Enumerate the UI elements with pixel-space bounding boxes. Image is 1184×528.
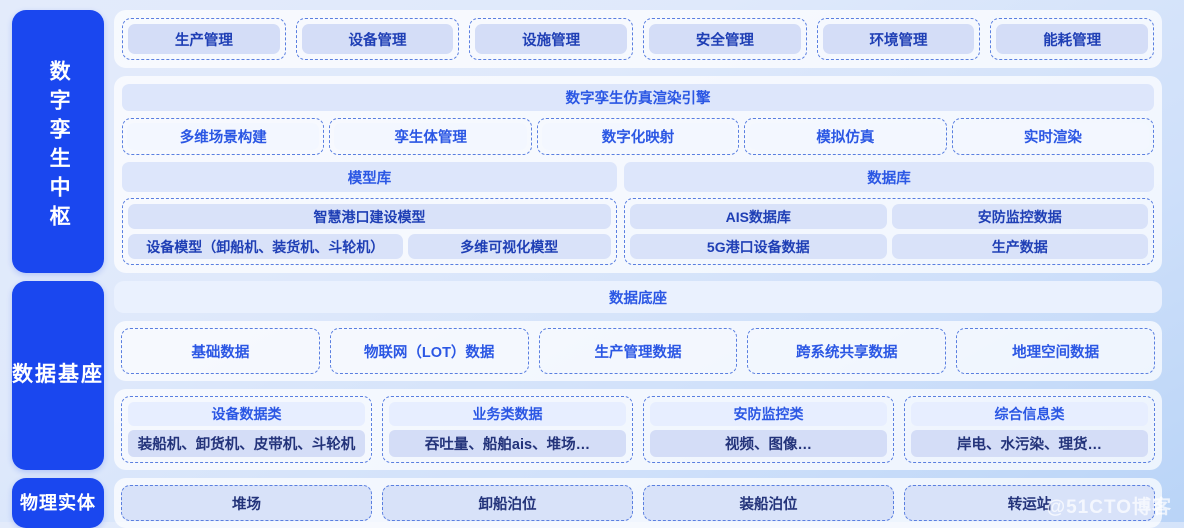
- model-library-item[interactable]: 多维可视化模型: [407, 234, 611, 259]
- data-library-row: 5G港口设备数据 生产数据: [630, 234, 1148, 259]
- application-label: 安全管理: [649, 24, 801, 54]
- data-type-label: 跨系统共享数据: [796, 344, 898, 361]
- engine-module[interactable]: 数字化映射: [536, 118, 740, 155]
- model-library-split: 设备模型（卸船机、装货机、斗轮机） 多维可视化模型: [128, 234, 611, 259]
- model-library-items: 智慧港口建设模型 设备模型（卸船机、装货机、斗轮机） 多维可视化模型: [122, 198, 617, 265]
- physical-entity-label: 堆场: [232, 496, 261, 513]
- data-category-item[interactable]: 设备数据类 装船机、卸货机、皮带机、斗轮机: [121, 396, 372, 463]
- physical-entity-item[interactable]: 卸船泊位: [382, 485, 633, 521]
- application-label: 设施管理: [475, 24, 628, 54]
- engine-module[interactable]: 孪生体管理: [329, 118, 532, 155]
- physical-entity-label: 装船泊位: [739, 496, 798, 513]
- data-category-detail: 视频、图像…: [650, 430, 887, 457]
- layer-badge-physical-entity-label: 物理实体: [20, 492, 96, 513]
- data-type-label: 物联网（LOT）数据: [363, 344, 495, 361]
- layer-badge-data-base-label: 数据基座: [12, 363, 104, 387]
- data-category-detail: 吞吐量、船舶ais、堆场…: [389, 430, 626, 457]
- application-label: 环境管理: [822, 24, 975, 54]
- data-type-label: 生产管理数据: [594, 344, 682, 361]
- data-category-title: 综合信息类: [911, 402, 1148, 426]
- data-library: 数据库 AIS数据库 安防监控数据 5G港口设备数据 生产数据: [624, 162, 1154, 265]
- application-label: 能耗管理: [996, 24, 1149, 54]
- data-library-item[interactable]: 5G港口设备数据: [630, 234, 887, 259]
- data-category-item[interactable]: 安防监控类 视频、图像…: [643, 396, 894, 463]
- model-library-item[interactable]: 设备模型（卸船机、装货机、斗轮机）: [128, 234, 403, 259]
- engine-module-label: 多维场景构建: [127, 123, 320, 150]
- physical-entity-item[interactable]: 堆场: [121, 485, 372, 521]
- layer-twin-hub: 数字孪生中枢 生产管理 设备管理 设施管理 安全管理: [12, 10, 1162, 273]
- data-type-row: 基础数据 物联网（LOT）数据 生产管理数据 跨系统共享数据 地理空间数据: [121, 328, 1155, 374]
- data-type-label: 基础数据: [191, 344, 250, 361]
- application-item[interactable]: 设施管理: [469, 18, 634, 60]
- twin-hub-body: 生产管理 设备管理 设施管理 安全管理 环境管理 能耗管理: [114, 10, 1162, 273]
- data-category-row: 设备数据类 装船机、卸货机、皮带机、斗轮机 业务类数据 吞吐量、船舶ais、堆场…: [121, 396, 1155, 463]
- application-label: 生产管理: [128, 24, 280, 54]
- application-item[interactable]: 设备管理: [295, 18, 460, 60]
- application-item[interactable]: 生产管理: [122, 18, 286, 60]
- model-library-title: 模型库: [122, 162, 617, 192]
- data-type-item[interactable]: 物联网（LOT）数据: [329, 328, 529, 374]
- data-category-panel: 设备数据类 装船机、卸货机、皮带机、斗轮机 业务类数据 吞吐量、船舶ais、堆场…: [114, 389, 1162, 470]
- application-item[interactable]: 能耗管理: [990, 18, 1155, 60]
- data-type-item[interactable]: 基础数据: [121, 328, 320, 374]
- application-item[interactable]: 安全管理: [643, 18, 807, 60]
- data-base-body: 数据底座 基础数据 物联网（LOT）数据 生产管理数据 跨系统共享数据: [114, 281, 1162, 470]
- data-base-title: 数据底座: [114, 281, 1162, 313]
- physical-entity-row: 堆场 卸船泊位 装船泊位 转运站: [121, 485, 1155, 521]
- data-category-title: 设备数据类: [128, 402, 365, 426]
- data-type-label: 地理空间数据: [1012, 344, 1100, 361]
- application-label: 设备管理: [301, 24, 454, 54]
- application-row: 生产管理 设备管理 设施管理 安全管理 环境管理 能耗管理: [122, 18, 1155, 60]
- data-category-title: 业务类数据: [389, 402, 626, 426]
- data-category-title: 安防监控类: [650, 402, 887, 426]
- application-panel: 生产管理 设备管理 设施管理 安全管理 环境管理 能耗管理: [114, 10, 1162, 68]
- engine-and-library-panel: 数字孪生仿真渲染引擎 多维场景构建 孪生体管理 数字化映射 模拟仿真: [114, 76, 1162, 273]
- physical-entity-label: 转运站: [1007, 496, 1052, 513]
- data-category-item[interactable]: 综合信息类 岸电、水污染、理货…: [904, 396, 1155, 463]
- engine-module-label: 孪生体管理: [334, 123, 527, 150]
- layer-badge-data-base: 数据基座: [12, 281, 104, 470]
- data-type-item[interactable]: 生产管理数据: [538, 328, 738, 374]
- data-library-item[interactable]: 生产数据: [891, 234, 1148, 259]
- physical-entity-panel: 堆场 卸船泊位 装船泊位 转运站: [114, 478, 1162, 528]
- data-category-item[interactable]: 业务类数据 吞吐量、船舶ais、堆场…: [382, 396, 633, 463]
- data-library-item[interactable]: 安防监控数据: [891, 204, 1148, 229]
- engine-module[interactable]: 模拟仿真: [744, 118, 947, 155]
- engine-module[interactable]: 多维场景构建: [122, 118, 325, 155]
- engine-module-row: 多维场景构建 孪生体管理 数字化映射 模拟仿真 实时渲染: [122, 118, 1155, 155]
- physical-entity-body: 堆场 卸船泊位 装船泊位 转运站: [114, 478, 1162, 528]
- engine-module-label: 模拟仿真: [749, 123, 942, 150]
- layer-physical-entity: 物理实体 堆场 卸船泊位 装船泊位 转运站: [12, 478, 1162, 528]
- data-library-title: 数据库: [624, 162, 1154, 192]
- application-item[interactable]: 环境管理: [816, 18, 981, 60]
- engine-title: 数字孪生仿真渲染引擎: [122, 84, 1154, 111]
- data-type-item[interactable]: 跨系统共享数据: [747, 328, 947, 374]
- library-row: 模型库 智慧港口建设模型 设备模型（卸船机、装货机、斗轮机） 多维可视化模型 数…: [122, 162, 1154, 265]
- engine-module-label: 数字化映射: [541, 123, 735, 150]
- layer-data-base: 数据基座 数据底座 基础数据 物联网（LOT）数据 生产管理数据: [12, 281, 1162, 470]
- model-library: 模型库 智慧港口建设模型 设备模型（卸船机、装货机、斗轮机） 多维可视化模型: [122, 162, 617, 265]
- engine-module-label: 实时渲染: [956, 123, 1150, 150]
- data-library-items: AIS数据库 安防监控数据 5G港口设备数据 生产数据: [624, 198, 1154, 265]
- physical-entity-item[interactable]: 转运站: [904, 485, 1155, 521]
- model-library-item[interactable]: 智慧港口建设模型: [128, 204, 611, 229]
- physical-entity-label: 卸船泊位: [478, 496, 537, 513]
- layer-badge-physical-entity: 物理实体: [12, 478, 104, 528]
- data-category-detail: 装船机、卸货机、皮带机、斗轮机: [128, 430, 365, 457]
- layer-badge-twin-hub: 数字孪生中枢: [12, 10, 104, 273]
- engine-module[interactable]: 实时渲染: [951, 118, 1155, 155]
- data-type-item[interactable]: 地理空间数据: [956, 328, 1155, 374]
- physical-entity-item[interactable]: 装船泊位: [643, 485, 894, 521]
- data-library-row: AIS数据库 安防监控数据: [630, 204, 1148, 229]
- data-category-detail: 岸电、水污染、理货…: [911, 430, 1148, 457]
- data-type-panel: 基础数据 物联网（LOT）数据 生产管理数据 跨系统共享数据 地理空间数据: [114, 321, 1162, 381]
- data-library-item[interactable]: AIS数据库: [630, 204, 887, 229]
